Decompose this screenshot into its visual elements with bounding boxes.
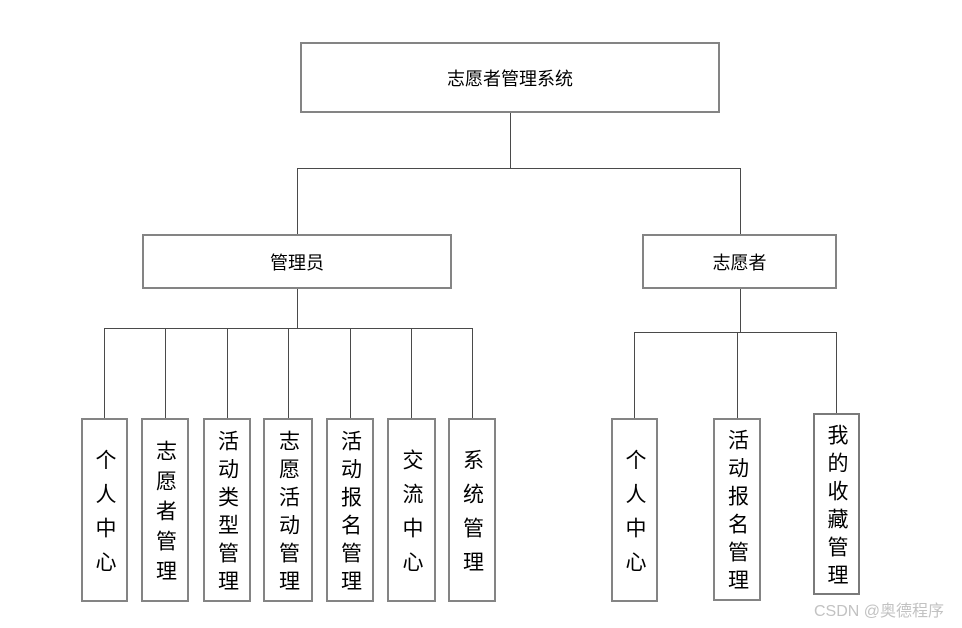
connector-admin-child-5-drop — [411, 328, 412, 418]
connector-admin-child-2-drop — [227, 328, 228, 418]
node-admin-child-communication-center: 交流中心 — [387, 418, 436, 602]
node-admin-child-personal-center: 个人中心 — [81, 418, 128, 602]
connector-admin-child-1-drop — [165, 328, 166, 418]
connector-admin-child-0-drop — [104, 328, 105, 418]
leaf-label: 个人中心 — [93, 448, 116, 585]
connector-volunteer-bus — [634, 332, 837, 333]
node-admin-child-volunteer-mgmt: 志愿者管理 — [141, 418, 189, 602]
connector-admin-drop — [297, 168, 298, 234]
connector-volunteer-child-2-drop — [836, 332, 837, 413]
node-volunteer: 志愿者 — [642, 234, 837, 289]
connector-volunteer-stem — [740, 289, 741, 332]
leaf-label: 志愿活动管理 — [276, 429, 300, 598]
connector-volunteer-child-0-drop — [634, 332, 635, 418]
csdn-watermark: CSDN @奥德程序 — [814, 603, 945, 620]
node-root-label: 志愿者管理系统 — [447, 68, 573, 89]
node-root: 志愿者管理系统 — [300, 42, 720, 113]
connector-root-stem — [510, 113, 511, 168]
leaf-label: 活动报名管理 — [725, 429, 749, 597]
connector-admin-child-6-drop — [472, 328, 473, 418]
node-volunteer-child-activity-signup-mgmt: 活动报名管理 — [713, 418, 761, 601]
leaf-label: 交流中心 — [400, 448, 423, 585]
connector-admin-child-3-drop — [288, 328, 289, 418]
node-volunteer-label: 志愿者 — [712, 252, 767, 273]
node-volunteer-child-personal-center: 个人中心 — [611, 418, 658, 602]
node-admin-child-activity-signup-mgmt: 活动报名管理 — [326, 418, 374, 602]
connector-admin-child-4-drop — [350, 328, 351, 418]
leaf-label: 个人中心 — [623, 448, 646, 585]
node-admin: 管理员 — [142, 234, 452, 289]
leaf-label: 系统管理 — [460, 448, 484, 585]
leaf-label: 志愿者管理 — [153, 439, 177, 590]
connector-volunteer-child-1-drop — [737, 332, 738, 418]
node-volunteer-child-my-favorites-mgmt: 我的收藏管理 — [813, 413, 860, 595]
leaf-label: 活动报名管理 — [338, 429, 362, 598]
leaf-label: 我的收藏管理 — [825, 423, 848, 592]
node-admin-label: 管理员 — [270, 252, 324, 273]
connector-admin-stem — [297, 289, 298, 328]
connector-level2-bus — [297, 168, 741, 169]
node-admin-child-volunteer-activity-mgmt: 志愿活动管理 — [263, 418, 313, 602]
leaf-label: 活动类型管理 — [215, 429, 239, 598]
node-admin-child-activity-type-mgmt: 活动类型管理 — [203, 418, 251, 602]
connector-volunteer-drop — [740, 168, 741, 234]
node-admin-child-system-mgmt: 系统管理 — [448, 418, 496, 602]
